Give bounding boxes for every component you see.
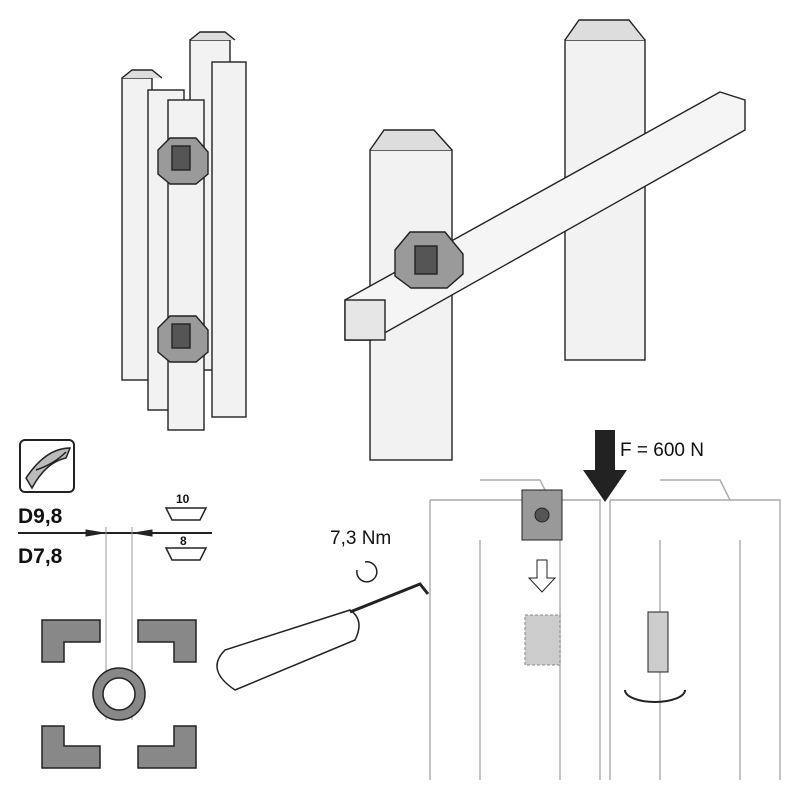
profile-cluster-left [121,31,247,431]
drill-diameter-small: D7,8 [18,545,63,568]
insert-arrow-icon [527,559,557,593]
force-arrow-icon [583,430,627,502]
rotation-arrow-icon [356,561,378,583]
drill-bit-icon [19,439,75,493]
connector-upper-left [157,137,209,185]
connector-beam [394,231,464,289]
drill-diameter-large: D9,8 [18,505,63,528]
force-label: F = 600 N [620,440,704,461]
rotate-arrow-icon [624,689,686,703]
t-nut-rotated [624,611,686,703]
screwdriver-icon [216,561,430,691]
slot-size-small: 8 [180,534,187,548]
faded-profiles [429,479,781,780]
profile-cross-section [41,619,197,769]
t-nut-top [521,489,563,541]
torque-label: 7,3 Nm [330,528,392,549]
t-nut-inserted [524,614,561,666]
slot-10-icon [164,507,208,521]
slot-8-icon [164,547,208,561]
connector-lower-left [157,315,209,363]
slot-size-large: 10 [176,492,190,506]
